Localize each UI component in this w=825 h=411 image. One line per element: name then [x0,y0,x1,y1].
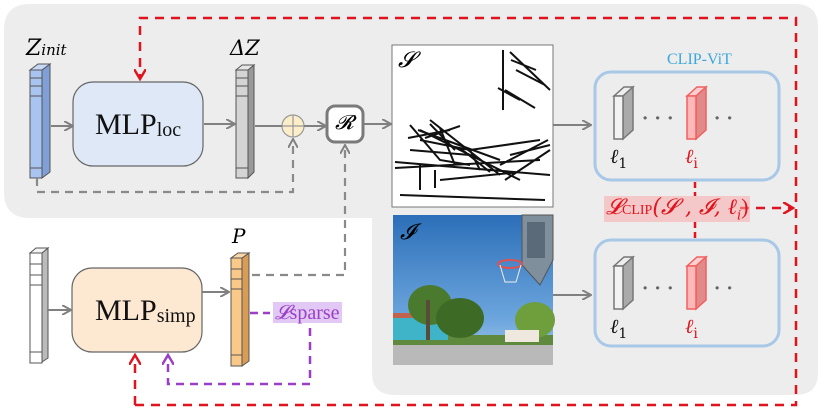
layer-1-label-bottom: ℓ1 [610,314,628,342]
sketch-label: 𝓢 [398,48,416,73]
image-label: 𝓘 [400,220,415,245]
ellipsis-trailing-top: · · [714,108,733,129]
input-vector [28,246,50,364]
clip-vit-box-bottom [593,238,781,348]
layer-i-label-bottom: ℓi [685,314,698,342]
mlp-simp-box [71,267,203,353]
z-init-vector [28,63,52,179]
renderer-box [325,104,365,144]
mlp-loc-label: MLPloc [95,108,182,141]
layer-1-slab-bottom [612,255,635,311]
clip-vit-box-top [593,70,781,182]
p-vector [229,252,251,367]
p-label: P [232,224,246,248]
mlp-simp-label: MLPsimp [95,294,196,327]
input-photo [393,214,555,365]
ellipsis-trailing-bottom: · · [714,278,733,299]
edge-skip-zinit-add [35,140,293,194]
clip-loss-label: 𝓛CLIP(𝓢 , 𝓘, ℓi) [604,194,751,224]
layer-i-slab-bottom [685,255,708,311]
layer-i-label-top: ℓi [685,144,698,172]
edge-sparse-mlpsimp [168,328,312,386]
sparse-loss-label: 𝓛sparse [273,300,342,324]
renderer-label: 𝓡 [335,110,354,134]
layer-1-label-top: ℓ1 [610,144,628,172]
edge-clip-mlploc [135,16,798,407]
add-operator-icon [281,114,305,138]
layer-1-slab-top [612,85,635,141]
ellipsis-top: · · · [642,108,674,129]
z-init-label: Zinit [26,36,67,61]
ellipsis-bottom: · · · [642,278,674,299]
sketch-image [391,44,554,208]
delta-z-label: ΔZ [230,36,260,60]
delta-z-vector [234,63,256,180]
edge-p-renderer [252,146,345,277]
clip-vit-title: CLIP-ViT [667,51,732,68]
layer-i-slab-top [685,85,708,141]
